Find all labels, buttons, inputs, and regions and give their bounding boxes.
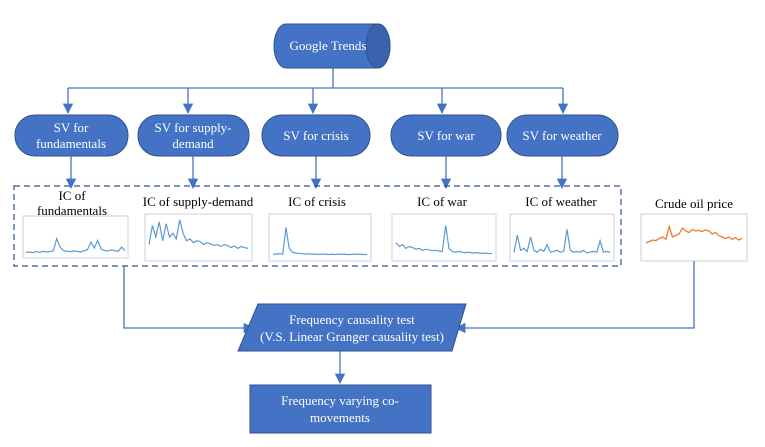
sv-node-crisis-label: SV for crisis — [283, 128, 348, 143]
ic-supply-demand-series — [148, 219, 249, 250]
ic-supply-demand-panel — [144, 213, 253, 262]
ic-crisis-series — [273, 227, 367, 256]
top-connectors — [62, 68, 569, 115]
output-node-line1: Frequency varying co- — [281, 393, 399, 408]
sv-node-crisis: SV for crisis — [261, 114, 371, 157]
sv-node-war: SV for war — [390, 114, 502, 157]
sv-to-ic-arrows — [65, 156, 568, 190]
google-trends-node: Google Trends — [273, 23, 391, 69]
output-node-line2: movements — [310, 410, 370, 425]
crude-oil-panel — [640, 213, 748, 262]
ic-war-series — [395, 225, 493, 255]
ic-crisis-panel — [268, 213, 372, 262]
ic-fundamentals-panel — [22, 215, 129, 259]
ic-weather-label: IC of weather — [525, 194, 597, 209]
crude-oil-series — [645, 224, 743, 244]
crude-oil-label: Crude oil price — [655, 196, 733, 211]
causality-test-node: Frequency causality test (V.S. Linear Gr… — [237, 303, 467, 352]
ic-weather-panel — [509, 213, 615, 262]
ic-fundamentals-series — [25, 236, 126, 254]
sv-node-weather: SV for weather — [506, 114, 619, 157]
sv-node-supply-demand-line1: SV for supply- — [154, 120, 231, 135]
sv-node-weather-label: SV for weather — [522, 128, 602, 143]
ic-crisis-label: IC of crisis — [288, 194, 346, 209]
ic-fundamentals-label-line2: fundamentals — [37, 203, 107, 218]
ic-war-label: IC of war — [417, 194, 467, 209]
sv-node-fundamentals-line2: fundamentals — [36, 136, 106, 151]
sv-node-supply-demand-line2: demand — [172, 136, 214, 151]
ic-group-border — [13, 185, 622, 267]
ic-fundamentals-label-line1: IC of — [58, 188, 86, 203]
sv-node-supply-demand: SV for supply- demand — [137, 114, 250, 157]
sv-node-fundamentals-line1: SV for — [54, 120, 89, 135]
causality-test-line1: Frequency causality test — [289, 312, 415, 327]
output-node: Frequency varying co- movements — [249, 384, 432, 434]
causality-test-line2: (V.S. Linear Granger causality test) — [260, 329, 444, 344]
ic-supply-demand-label: IC of supply-demand — [143, 194, 254, 209]
lower-connectors — [123, 261, 695, 385]
ic-war-panel — [391, 213, 497, 262]
sv-node-fundamentals: SV for fundamentals — [14, 114, 129, 157]
sv-node-war-label: SV for war — [417, 128, 475, 143]
ic-weather-series — [513, 229, 611, 254]
google-trends-label: Google Trends — [290, 38, 367, 53]
